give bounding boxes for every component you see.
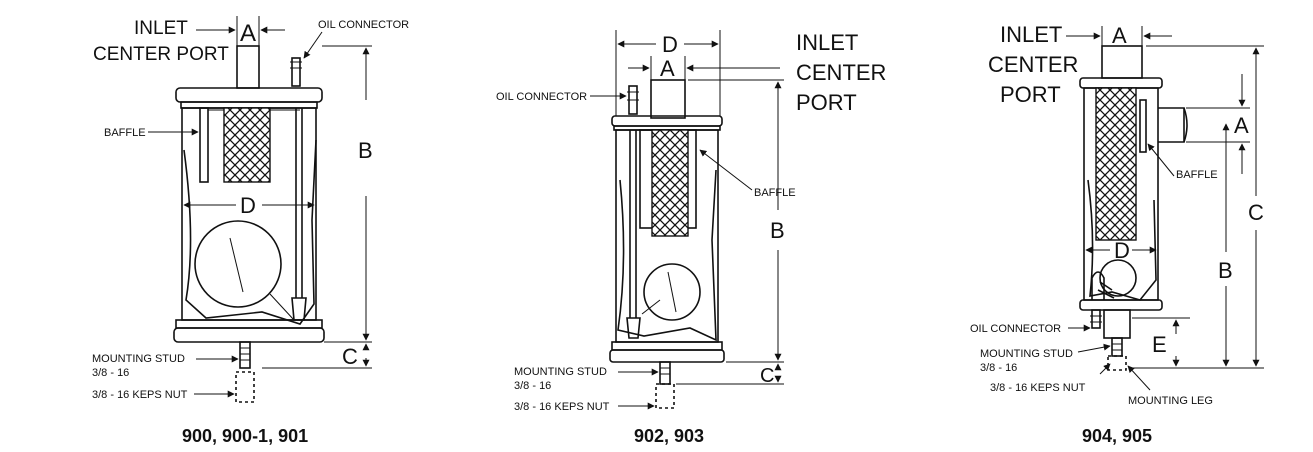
keps-nut (655, 383, 675, 409)
keps-nut (1107, 355, 1127, 371)
keps-nut-label: 3/8 - 16 KEPS NUT (92, 389, 188, 401)
inlet-pipe (236, 45, 260, 89)
figure-caption: 900, 900-1, 901 (182, 426, 308, 446)
oil-connector-label: OIL CONNECTOR (496, 91, 587, 103)
inlet-pipe (1101, 45, 1143, 79)
figure-caption: 902, 903 (634, 426, 704, 446)
mesh-filter (223, 107, 271, 183)
top-cap (175, 87, 323, 103)
inlet-label: INLET (1000, 22, 1062, 47)
bottom-cap (609, 349, 725, 363)
mounting-leg (1103, 309, 1131, 339)
dim-a-label: A (660, 56, 675, 81)
baffle-label: BAFFLE (104, 127, 146, 139)
baffle-strip (1139, 99, 1147, 153)
mounting-stud-thread-label: 3/8 - 16 (92, 367, 129, 379)
mounting-stud-thread-label: 3/8 - 16 (980, 362, 1017, 374)
bottom-cap (1079, 299, 1163, 311)
figure-904: INLET CENTER PORT A A BAFFLE C D B E OIL… (970, 22, 1264, 446)
mesh-filter (1095, 87, 1137, 241)
figure-902: D A INLET CENTER PORT OIL CONNECTOR BAFF… (496, 30, 886, 446)
float-ball (643, 263, 701, 321)
mounting-stud (239, 341, 251, 369)
inlet-pipe (650, 79, 686, 119)
dim-d-label: D (662, 32, 678, 57)
baffle-label: BAFFLE (1176, 169, 1218, 181)
keps-nut-label: 3/8 - 16 KEPS NUT (514, 401, 610, 413)
keps-nut-label: 3/8 - 16 KEPS NUT (990, 382, 1086, 394)
dim-d-label: D (240, 193, 256, 218)
mounting-stud-label: MOUNTING STUD (980, 348, 1073, 360)
top-cap (1079, 77, 1163, 89)
inlet-label-line3: PORT (1000, 82, 1061, 107)
mounting-stud-thread-label: 3/8 - 16 (514, 380, 551, 392)
dim-a-side-label: A (1234, 113, 1249, 138)
inlet-label-line2: CENTER PORT (93, 44, 229, 65)
side-port (1158, 107, 1185, 143)
dim-b-label: B (770, 218, 785, 243)
dim-c-label: C (760, 365, 774, 387)
mounting-stud (1111, 337, 1123, 357)
dim-b-label: B (358, 138, 373, 163)
inlet-label-line3: PORT (796, 90, 857, 115)
figure-900: INLET CENTER PORT A OIL CONNECTOR BAFFLE… (92, 16, 409, 446)
dim-a-label: A (240, 20, 256, 47)
mesh-filter (651, 129, 689, 237)
dim-e-label: E (1152, 332, 1167, 357)
dim-a-label: A (1112, 23, 1127, 48)
mounting-leg-label: MOUNTING LEG (1128, 395, 1213, 407)
baffle-label: BAFFLE (754, 187, 796, 199)
dim-b-label: B (1218, 258, 1233, 283)
dim-c-label: C (1248, 200, 1264, 225)
figure-caption: 904, 905 (1082, 426, 1152, 446)
inlet-label: INLET (134, 18, 188, 39)
mounting-stud-label: MOUNTING STUD (514, 366, 607, 378)
float-ball (194, 220, 282, 308)
mounting-stud-label: MOUNTING STUD (92, 353, 185, 365)
oil-connector-fitting (291, 57, 301, 87)
float-ball (1099, 259, 1137, 297)
dim-d-label: D (1114, 238, 1130, 263)
inlet-label-line2: CENTER (988, 52, 1078, 77)
oil-connector-fitting (1091, 309, 1101, 329)
baffle-plate (199, 107, 209, 183)
bottom-cap (173, 327, 325, 343)
mounting-stud (659, 361, 671, 385)
oil-connector-label: OIL CONNECTOR (318, 19, 409, 31)
keps-nut (235, 371, 255, 403)
dim-c-label: C (342, 344, 358, 369)
inlet-label-line2: CENTER (796, 60, 886, 85)
oil-connector-label: OIL CONNECTOR (970, 323, 1061, 335)
cutaway-outline (183, 139, 317, 325)
inlet-label: INLET (796, 30, 858, 55)
